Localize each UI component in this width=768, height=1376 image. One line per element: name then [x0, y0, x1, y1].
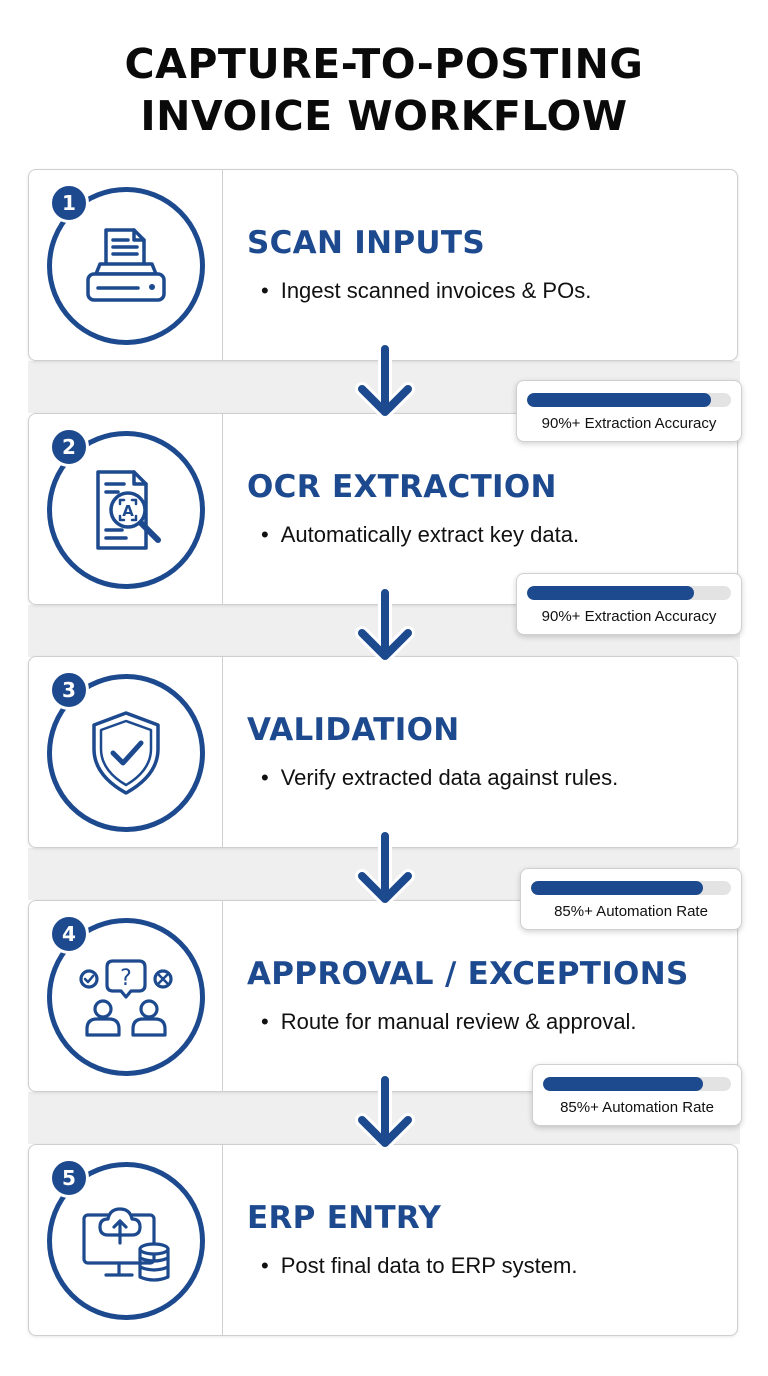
metric-progress-fill: [527, 393, 711, 407]
document-magnifier-icon: A: [96, 470, 161, 550]
card-divider: [222, 414, 223, 604]
step-description-text: Post final data to ERP system.: [280, 1253, 578, 1278]
metric-callout: 90%+ Extraction Accuracy: [516, 380, 742, 442]
metric-progress-fill: [543, 1077, 703, 1091]
svg-text:A: A: [122, 502, 134, 520]
step-number-badge: 4: [49, 914, 89, 954]
step-card-validation: 3 VALIDATION • Verify extracted data agai…: [28, 656, 738, 848]
step-description: • Post final data to ERP system.: [261, 1253, 577, 1279]
down-arrow-icon: [355, 589, 415, 663]
bullet-marker: •: [261, 1253, 269, 1278]
step-icon-circle: [47, 1162, 205, 1320]
step-number-badge: 3: [49, 670, 89, 710]
title-line-2: INVOICE WORKFLOW: [140, 92, 628, 140]
page-title: CAPTURE-TO-POSTING INVOICE WORKFLOW: [0, 38, 768, 142]
step-description-text: Automatically extract key data.: [280, 522, 580, 547]
metric-progress-fill: [527, 586, 695, 600]
metric-callout: 90%+ Extraction Accuracy: [516, 573, 742, 635]
step-icon-circle: A: [47, 431, 205, 589]
metric-label: 85%+ Automation Rate: [560, 1099, 714, 1116]
metric-label: 90%+ Extraction Accuracy: [541, 415, 717, 432]
step-heading: VALIDATION: [247, 712, 460, 748]
people-question-icon: ?: [79, 959, 173, 1037]
step-description: • Verify extracted data against rules.: [261, 765, 618, 791]
bullet-marker: •: [261, 522, 269, 547]
down-arrow-icon: [355, 1076, 415, 1150]
step-description: • Ingest scanned invoices & POs.: [261, 278, 591, 304]
metric-progress-track: [531, 881, 731, 895]
down-arrow-icon: [355, 345, 415, 419]
metric-progress-track: [527, 393, 731, 407]
step-number-badge: 5: [49, 1158, 89, 1198]
card-divider: [222, 1145, 223, 1335]
metric-label: 90%+ Extraction Accuracy: [541, 608, 717, 625]
step-heading: APPROVAL / EXCEPTIONS: [247, 956, 689, 992]
card-divider: [222, 901, 223, 1091]
step-icon-circle: [47, 187, 205, 345]
step-description-text: Route for manual review & approval.: [280, 1009, 637, 1034]
step-card-erp-entry: 5 ERP ENTRY • Post final data to ERP syst…: [28, 1144, 738, 1336]
down-arrow-icon: [355, 832, 415, 906]
step-description: • Automatically extract key data.: [261, 522, 579, 548]
metric-callout: 85%+ Automation Rate: [520, 868, 742, 930]
card-divider: [222, 170, 223, 360]
step-number-badge: 1: [49, 183, 89, 223]
step-description-text: Ingest scanned invoices & POs.: [280, 278, 592, 303]
metric-progress-track: [527, 586, 731, 600]
shield-check-icon: [92, 711, 160, 795]
step-icon-circle: [47, 674, 205, 832]
step-icon-circle: ?: [47, 918, 205, 1076]
metric-callout: 85%+ Automation Rate: [532, 1064, 742, 1126]
monitor-cloud-database-icon: [82, 1207, 170, 1282]
svg-text:?: ?: [120, 966, 132, 991]
step-heading: OCR EXTRACTION: [247, 469, 557, 505]
bullet-marker: •: [261, 1009, 269, 1034]
step-heading: ERP ENTRY: [247, 1200, 442, 1236]
metric-label: 85%+ Automation Rate: [554, 903, 708, 920]
title-line-1: CAPTURE-TO-POSTING: [124, 40, 644, 88]
step-card-scan-inputs: 1 SCAN INPUTS • Ingest scanned invoices &…: [28, 169, 738, 361]
metric-progress-fill: [531, 881, 703, 895]
step-description-text: Verify extracted data against rules.: [280, 765, 619, 790]
card-divider: [222, 657, 223, 847]
scanner-document-icon: [86, 228, 166, 302]
metric-progress-track: [543, 1077, 731, 1091]
step-card-approval-exceptions: ? 4 APPROVAL / EXCEPTIONS • Route for man…: [28, 900, 738, 1092]
step-number-badge: 2: [49, 427, 89, 467]
bullet-marker: •: [261, 278, 269, 303]
step-heading: SCAN INPUTS: [247, 225, 485, 261]
bullet-marker: •: [261, 765, 269, 790]
step-description: • Route for manual review & approval.: [261, 1009, 637, 1035]
